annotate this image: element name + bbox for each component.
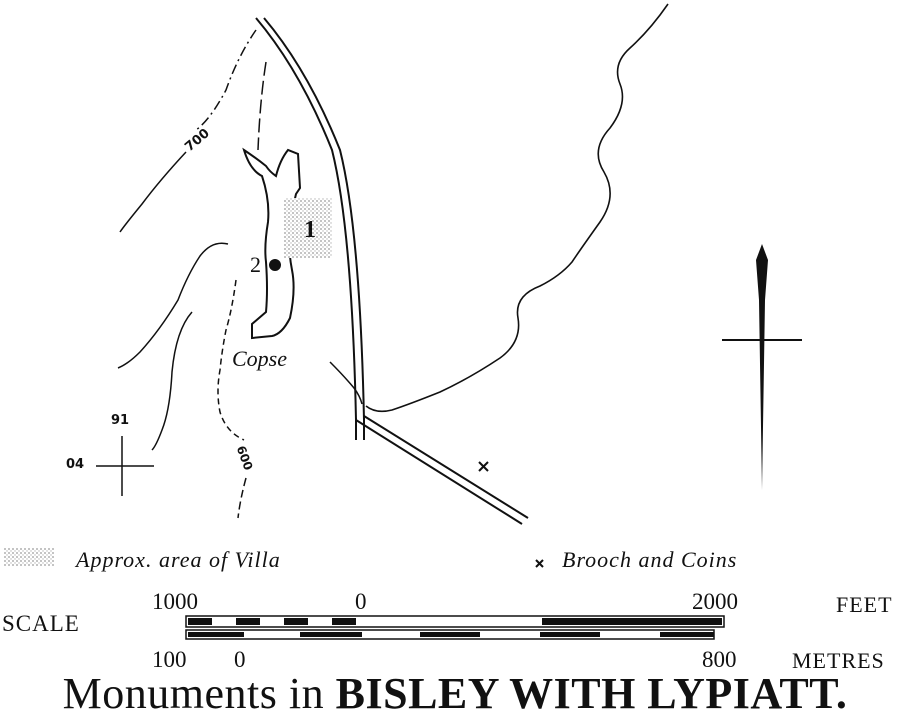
grid-cross: [96, 436, 154, 496]
villa-legend-label: Approx. area of Villa: [76, 547, 281, 572]
metre-tick-800: 800: [702, 647, 737, 672]
villa-legend-swatch: [4, 548, 54, 566]
metre-unit-label: METRES: [792, 648, 885, 673]
scale-bar-feet: [185, 615, 725, 628]
road: [255, 17, 529, 525]
grid-easting-label: 04: [66, 457, 85, 472]
title-place: BISLEY WITH LYPIATT.: [335, 669, 848, 718]
scale-label: SCALE: [2, 611, 80, 636]
grid-northing-label: 91: [111, 413, 130, 428]
copse-label: Copse: [232, 346, 287, 371]
point-number-label: 2: [250, 252, 261, 277]
copse-outline: [242, 147, 302, 340]
boundary-line: [365, 3, 669, 413]
villa-number-label: 1: [304, 217, 316, 243]
brooch-legend-label: Brooch and Coins: [562, 547, 738, 572]
point-2-marker: [269, 259, 281, 271]
feet-tick-2000: 2000: [692, 589, 738, 614]
metre-tick-100: 100: [152, 647, 187, 672]
brooch-find-marker: [478, 461, 489, 472]
feet-tick-0: 0: [355, 589, 367, 614]
contour-600: [117, 242, 363, 519]
map-title: Monuments in BISLEY WITH LYPIATT.: [0, 672, 910, 716]
north-arrow-icon: [722, 244, 802, 490]
feet-unit-label: FEET: [836, 592, 893, 617]
contour-700: [119, 29, 267, 233]
feet-tick-1000: 1000: [152, 589, 198, 614]
title-prefix: Monuments in: [62, 669, 325, 718]
brooch-legend-marker: [535, 559, 544, 568]
villa-area: [284, 198, 332, 258]
metre-tick-0: 0: [234, 647, 246, 672]
scale-bar-metres: [185, 629, 715, 640]
